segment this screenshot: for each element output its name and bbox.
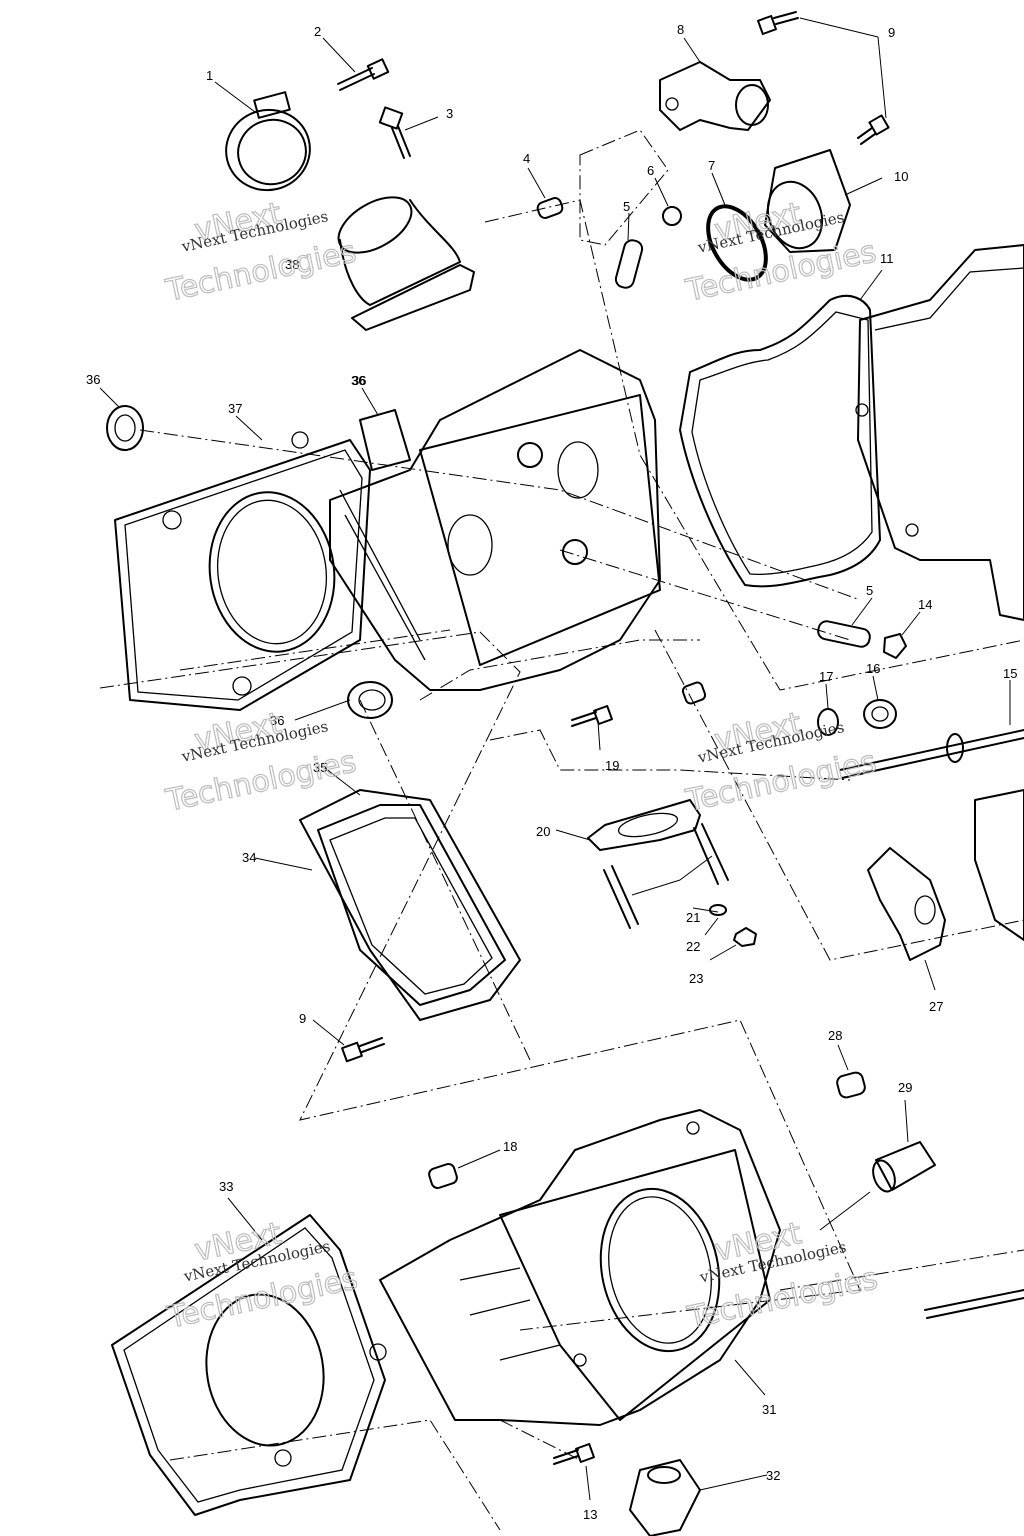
callout-11: 11 [880, 251, 894, 266]
bolt-part-2 [337, 58, 390, 91]
callout-27: 27 [929, 999, 943, 1014]
callout-33: 33 [219, 1179, 233, 1194]
side-cover-part-34 [317, 804, 506, 1006]
bolt-part-9-top [757, 11, 890, 145]
washer-part-22 [709, 904, 727, 916]
cylinder-part-31 [379, 1109, 781, 1426]
watermark-bottom-left: vNext vNext Technologies Technologies [163, 1215, 361, 1336]
callout-36d: 36 [351, 373, 365, 388]
stud-part-15 [839, 729, 1024, 779]
head-gasket-part-37 [114, 431, 371, 711]
o-ring-part-7 [706, 204, 768, 282]
dowel-part-mid [681, 681, 707, 705]
nut-part-14 [883, 633, 907, 659]
callout-9: 9 [888, 25, 895, 40]
hose-clamp-part [225, 91, 311, 192]
bolt-part-9-lower [341, 1037, 385, 1063]
callout-7: 7 [708, 158, 715, 173]
watermark-mid-left: vNext vNext Technologies Technologies [162, 705, 360, 819]
elbow-part-32 [629, 1459, 701, 1536]
callout-9b: 9 [299, 1011, 306, 1026]
nut-part-23 [733, 927, 757, 947]
exhaust-gasket-part-20 [587, 799, 701, 851]
callout-23: 23 [689, 971, 703, 986]
callout-14: 14 [918, 597, 932, 612]
callout-18: 18 [503, 1139, 517, 1154]
intake-elbow-part [337, 196, 475, 331]
callout-8: 8 [677, 22, 684, 37]
long-stud-part [924, 1289, 1024, 1319]
valve-cover-gasket-part-11 [679, 294, 881, 588]
callout-4: 4 [523, 151, 530, 166]
callout-29: 29 [898, 1080, 912, 1095]
callout-5: 5 [623, 199, 630, 214]
callout-32: 32 [766, 1468, 780, 1483]
callout-20: 20 [536, 824, 550, 839]
cover-gasket-part-35 [299, 789, 521, 1021]
valve-guide-part-5-lower [817, 620, 871, 648]
callout-36b: 36 [352, 373, 366, 388]
leader-lines [99, 17, 1011, 1501]
screw-part-3 [378, 106, 411, 159]
callout-13: 13 [583, 1507, 597, 1522]
plug-part-16 [863, 699, 897, 729]
callout-34: 34 [242, 850, 256, 865]
assembly-guide-lines [99, 129, 1024, 1531]
callout-6: 6 [647, 163, 654, 178]
rocker-bracket-part-27 [867, 789, 1024, 961]
oil-seal-part-36 [106, 405, 393, 719]
seal-part-6 [662, 206, 682, 226]
coolant-elbow-part-8 [659, 61, 771, 131]
callout-19: 19 [605, 758, 619, 773]
bolt-part-19 [571, 705, 613, 727]
callout-36a: 36 [86, 372, 100, 387]
valve-cover-part [855, 244, 1024, 621]
watermark-top-left: vNext vNext Technologies Technologies [162, 195, 360, 309]
callout-17: 17 [819, 669, 833, 684]
callout-3: 3 [446, 106, 453, 121]
stud-part-21 [603, 823, 729, 929]
callout-15: 15 [1003, 666, 1017, 681]
thermostat-housing-part-10 [764, 149, 851, 253]
callout-21: 21 [686, 910, 700, 925]
callout-10: 10 [894, 169, 908, 184]
callout-16: 16 [866, 661, 880, 676]
callout-36c: 36 [270, 713, 284, 728]
dowel-part-28 [836, 1071, 866, 1099]
dowel-part-18 [428, 1163, 458, 1189]
callout-35: 35 [313, 760, 327, 775]
bolt-part-13 [553, 1443, 595, 1465]
callout-22: 22 [686, 939, 700, 954]
callout-38: 38 [285, 257, 299, 272]
washer-part-17 [817, 708, 839, 736]
watermark-mid-right: vNext vNext Technologies Technologies [682, 705, 880, 819]
dowel-part-4 [536, 197, 564, 219]
callout-5b: 5 [866, 583, 873, 598]
callout-31: 31 [762, 1402, 776, 1417]
callout-2: 2 [314, 24, 321, 39]
base-gasket-part-33 [111, 1214, 387, 1516]
callout-37: 37 [228, 401, 242, 416]
callout-1: 1 [206, 68, 213, 83]
callout-labels: 1 2 3 4 5 5 6 7 8 9 9 10 11 13 14 15 16 … [86, 22, 1017, 1522]
cylinder-head-part [329, 349, 661, 691]
valve-guide-part-5 [614, 239, 644, 289]
fitting-part-29 [872, 1141, 936, 1193]
callout-28: 28 [828, 1028, 842, 1043]
